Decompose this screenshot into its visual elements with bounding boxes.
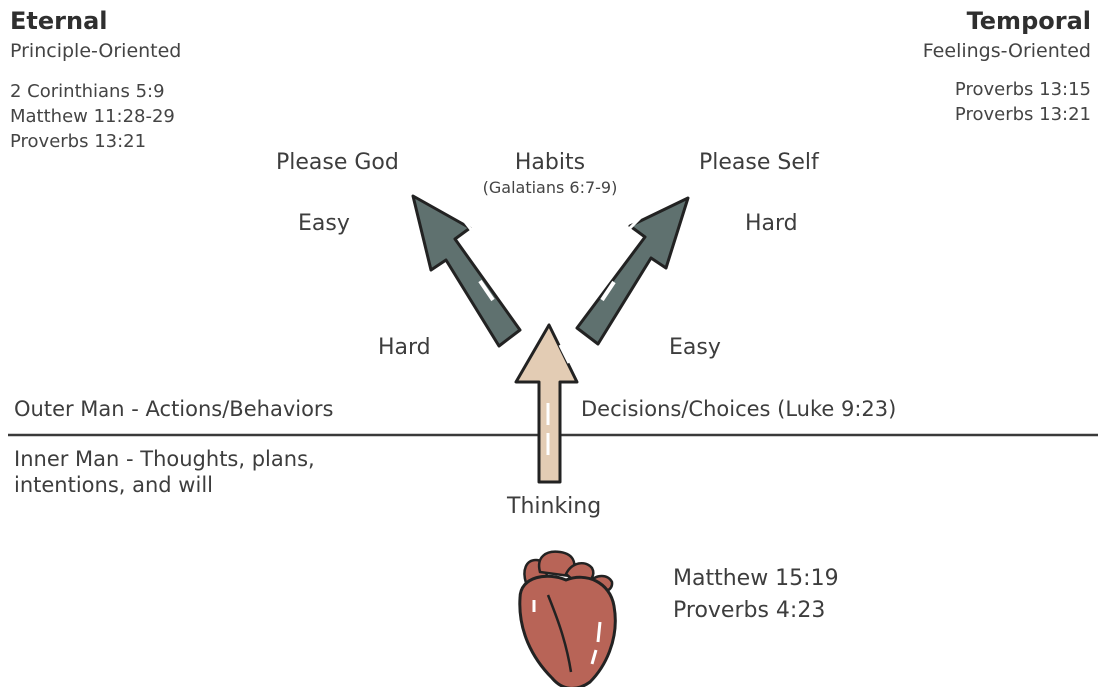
please-god-arrow	[411, 194, 522, 348]
thinking-label: Thinking	[507, 494, 602, 519]
temporal-title: Temporal	[966, 7, 1091, 35]
temporal-ref-2: Proverbs 13:21	[954, 104, 1091, 125]
eternal-title: Eternal	[10, 7, 108, 35]
easy-left-label: Easy	[298, 211, 350, 236]
please-self-arrow	[575, 196, 690, 346]
eternal-ref-2: Matthew 11:28-29	[10, 106, 175, 127]
thinking-arrow	[514, 323, 579, 484]
hard-left-label: Hard	[378, 335, 431, 360]
please-god-label: Please God	[276, 150, 399, 175]
eternal-subtitle: Principle-Oriented	[10, 40, 182, 62]
heart-ref-1: Matthew 15:19	[673, 566, 839, 591]
outer-man-label: Outer Man - Actions/Behaviors	[14, 397, 334, 421]
eternal-ref-1: 2 Corinthians 5:9	[10, 81, 165, 102]
inner-man-label-line1: Inner Man - Thoughts, plans,	[14, 447, 315, 471]
heart-illustration	[518, 550, 617, 687]
hard-right-label: Hard	[745, 211, 798, 236]
easy-right-label: Easy	[669, 335, 721, 360]
decisions-label: Decisions/Choices (Luke 9:23)	[581, 397, 897, 421]
temporal-subtitle: Feelings-Oriented	[922, 40, 1091, 62]
eternal-ref-3: Proverbs 13:21	[10, 131, 147, 152]
temporal-ref-1: Proverbs 13:15	[954, 79, 1091, 100]
inner-man-label-line2: intentions, and will	[14, 473, 213, 497]
please-self-label: Please Self	[699, 150, 819, 175]
habits-label: Habits	[514, 150, 586, 175]
habits-ref: (Galatians 6:7-9)	[482, 178, 618, 197]
heart-ref-2: Proverbs 4:23	[673, 598, 826, 623]
